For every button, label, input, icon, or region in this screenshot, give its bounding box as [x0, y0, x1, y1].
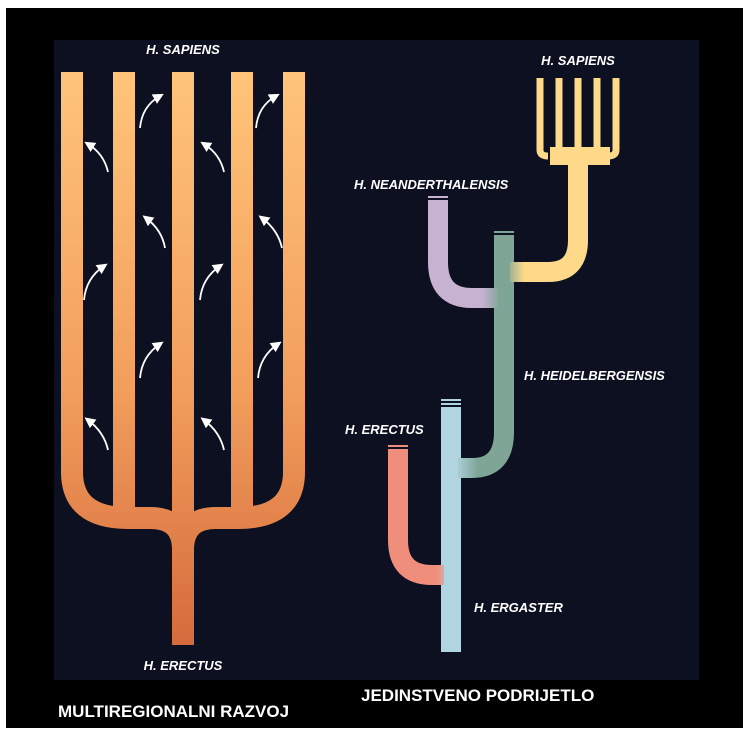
erectus-lineage: [398, 450, 444, 575]
right-caption: JEDINSTVENO PODRIJETLO: [361, 686, 594, 706]
left-caption: MULTIREGIONALNI RAZVOJ: [58, 702, 289, 722]
arrow: [258, 344, 278, 378]
neanderthalensis-lineage: [438, 200, 498, 298]
multiregional-tree: [72, 72, 294, 645]
left-top-label: H. SAPIENS: [146, 42, 220, 57]
arrow: [200, 266, 220, 300]
sapiens-comb-teeth: [540, 78, 616, 156]
arrow: [140, 96, 160, 128]
single-origin-tree: [398, 156, 610, 652]
heidelbergensis-label: H. HEIDELBERGENSIS: [524, 368, 665, 383]
arrow: [146, 218, 165, 248]
erectus-label: H. ERECTUS: [345, 422, 424, 437]
ergaster-label: H. ERGASTER: [474, 600, 563, 615]
left-bottom-label: H. ERECTUS: [144, 658, 223, 673]
arrow: [88, 420, 108, 450]
sapiens-lineage: [510, 160, 578, 272]
arrow: [204, 420, 224, 450]
arrow: [84, 266, 104, 300]
arrow: [204, 144, 224, 172]
arrow: [88, 144, 108, 172]
heidelbergensis-lineage: [458, 236, 504, 468]
sapiens-label: H. SAPIENS: [541, 53, 615, 68]
arrow: [256, 96, 276, 128]
arrow: [262, 218, 282, 248]
neanderthalensis-label: H. NEANDERTHALENSIS: [354, 177, 509, 192]
arrow: [140, 344, 160, 378]
